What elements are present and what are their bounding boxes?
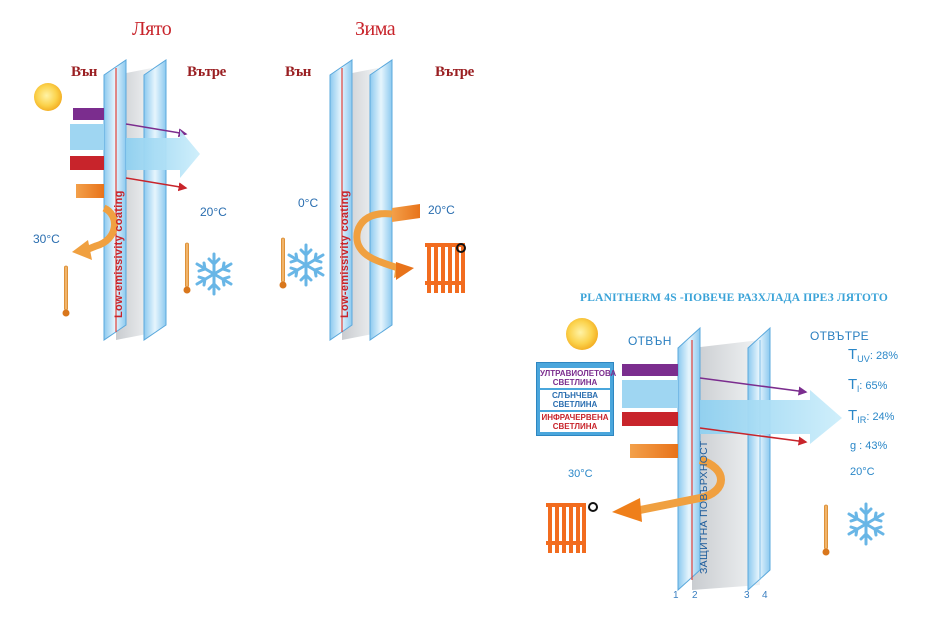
winter-outside-label: Вън [285, 64, 311, 80]
legend-solar: СЛЪНЧЕВА СВЕТЛИНА [540, 390, 610, 410]
summer-coating-label: Low-emissivity coating [113, 190, 125, 318]
glass-pane-outer [103, 59, 127, 341]
heat-return-arrow [353, 210, 400, 272]
metric-tuv-symbol: T [848, 346, 858, 363]
ir-beam [70, 156, 104, 170]
metric-tl-subscript: l [857, 384, 860, 395]
planitherm-title: PLANITHERM 4S -ПОВЕЧЕ РАЗХЛАДА ПРЕЗ ЛЯТО… [580, 292, 889, 304]
ir-beam [622, 412, 678, 426]
thermometer-icon [279, 237, 287, 289]
metric-tl: Tl: 65% [848, 376, 887, 394]
metric-tir-value: : 24% [866, 411, 895, 423]
metric-tir-subscript: IR [857, 415, 867, 426]
heat-reflect-arrow [84, 204, 118, 254]
surface-number-3: 3 [744, 590, 750, 601]
glass-pane-outer [677, 326, 701, 592]
heat-beam [630, 444, 678, 458]
heat-reflect-arrow [639, 456, 725, 514]
metric-tl-symbol: T [848, 376, 858, 393]
thermometer-icon [183, 242, 191, 294]
glass-pane-inner [369, 59, 393, 341]
glass-pane-outer [329, 59, 353, 341]
snowflake-icon [195, 252, 233, 296]
light-type-legend: УЛТРАВИОЛЕТОВА СВЕТЛИНА СЛЪНЧЕВА СВЕТЛИН… [536, 362, 617, 436]
winter-coating-label: Low-emissivity coating [339, 190, 351, 318]
thermometer-icon [822, 504, 830, 556]
summer-panel [34, 59, 233, 341]
winter-title: Зима [355, 18, 396, 40]
sun-icon [34, 83, 62, 111]
metric-g: g : 43% [850, 440, 888, 452]
radiator-icon [546, 503, 586, 553]
snowflake-icon [287, 243, 325, 287]
summer-temp-inside: 20°C [200, 205, 227, 219]
surface-number-2: 2 [692, 590, 698, 601]
winter-temp-inside: 20°C [428, 203, 455, 217]
planitherm-panel [546, 318, 885, 592]
snowflake-icon [847, 502, 885, 546]
summer-outside-label: Вън [71, 64, 97, 80]
winter-panel [279, 59, 466, 341]
winter-inside-label: Вътре [435, 64, 474, 80]
planitherm-temp-inside: 20°C [850, 466, 875, 478]
solar-transmitted-arrow [700, 390, 842, 444]
winter-temp-outside: 0°C [298, 196, 319, 210]
metric-tuv-subscript: UV [857, 354, 870, 365]
protective-surface-label: ЗАЩИТНА ПОВЪРХНОСТ [698, 440, 710, 574]
legend-ir: ИНФРАЧЕРВЕНА СВЕТЛИНА [540, 412, 610, 432]
uv-beam [622, 364, 678, 376]
summer-temp-outside: 30°C [33, 232, 60, 246]
summer-inside-label: Вътре [187, 64, 226, 80]
planitherm-temp-outside: 30°C [568, 468, 593, 480]
thermometer-icon [62, 265, 70, 317]
heat-beam [76, 184, 104, 198]
legend-uv: УЛТРАВИОЛЕТОВА СВЕТЛИНА [540, 368, 617, 388]
summer-title: Лято [132, 18, 172, 40]
uv-beam [73, 108, 104, 120]
solar-transmitted-arrow [126, 130, 200, 178]
metric-tir-symbol: T [848, 407, 858, 424]
glass-pane-inner [747, 326, 771, 592]
metric-tir: TIR: 24% [848, 407, 894, 425]
solar-beam [70, 124, 104, 150]
surface-number-1: 1 [673, 590, 679, 601]
planitherm-outside-label: ОТВЪН [628, 334, 672, 348]
surface-number-4: 4 [762, 590, 768, 601]
solar-beam [622, 380, 678, 408]
metric-tl-value: : 65% [859, 380, 888, 392]
sun-icon [566, 318, 598, 350]
metric-tuv: TUV: 28% [848, 346, 898, 364]
glass-pane-inner [143, 59, 167, 341]
planitherm-inside-label: ОТВЪТРЕ [810, 329, 869, 343]
metric-tuv-value: : 28% [869, 350, 899, 362]
